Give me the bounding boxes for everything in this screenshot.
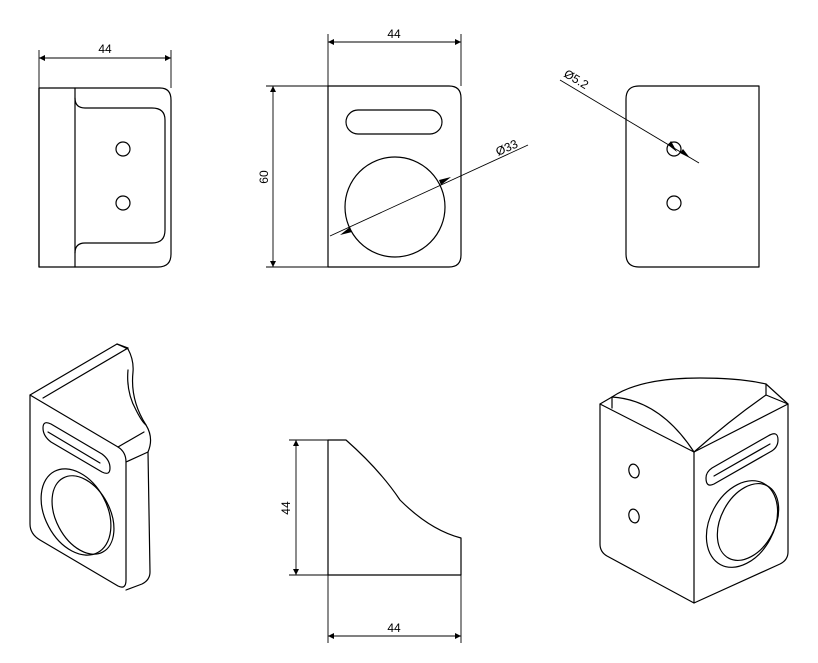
isometric-view-right — [599, 377, 789, 604]
dim-height: 60 — [257, 170, 271, 184]
left-side-view: 44 — [38, 42, 172, 268]
front-view: 44 60 Ø33 — [257, 27, 529, 268]
dim-side-width: 44 — [387, 621, 401, 635]
isometric-view-left — [29, 343, 152, 591]
dim-small-hole-diameter: Ø5.2 — [561, 67, 591, 93]
side-profile-view: 44 44 — [279, 439, 462, 643]
dim-side-height: 44 — [279, 501, 293, 515]
dim-front-width: 44 — [98, 42, 112, 56]
dim-hole-diameter: Ø33 — [494, 137, 521, 159]
dim-top-width: 44 — [387, 27, 401, 41]
right-side-view: Ø5.2 — [559, 67, 760, 268]
